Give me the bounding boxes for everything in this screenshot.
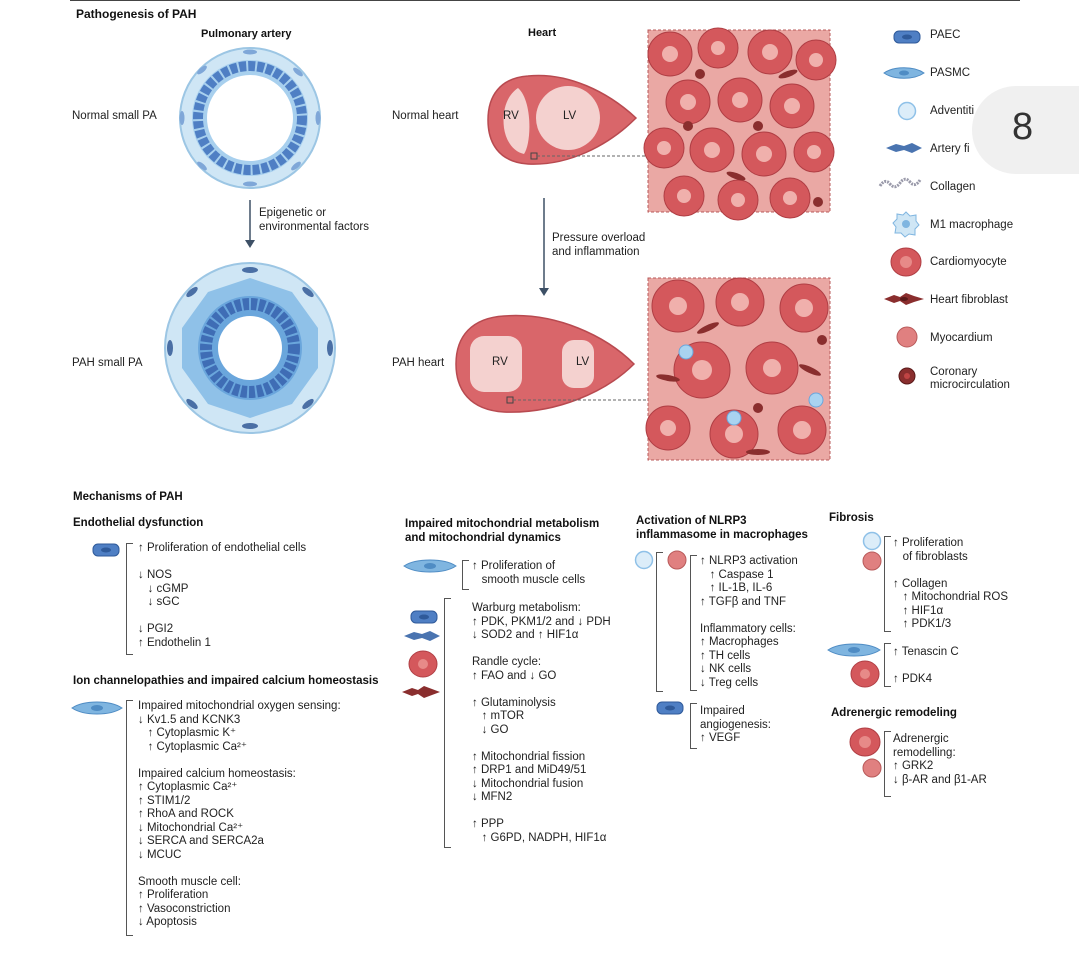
coronary-microcirculation-icon [898,367,916,385]
heart-fibroblast-icon [402,686,440,698]
artery-fibroblast-icon [886,143,922,153]
fibrosis-title: Fibrosis [829,512,874,524]
normal-myocardium-panel [643,27,837,221]
ion-text: Impaired mitochondrial oxygen sensing: ↓… [138,700,341,928]
paec-icon [92,543,120,557]
nlrp3-text-1: ↑ NLRP3 activation ↑ Caspase 1 ↑ IL-1B, … [700,555,798,689]
nlrp3-title: Activation of NLRP3 inflammasome in macr… [636,515,808,541]
pah-pa-illustration [164,262,336,434]
artery-fibroblast-icon [404,631,440,641]
paec-icon [410,610,438,624]
paec-icon [893,30,921,44]
pasmc-icon [883,67,925,79]
collagen-icon [878,177,922,189]
cardiomyocyte-icon [850,660,880,688]
zoom-connector-normal [530,152,650,160]
mito-text-1: ↑ Proliferation of smooth muscle cells [472,560,586,586]
zoom-connector-pah [506,396,650,404]
legend-label-cardiomyocyte: Cardiomyocyte [930,256,1007,268]
ion-bracket [126,700,133,936]
label-pah-heart: PAH heart [392,357,445,369]
cardiomyocyte-icon [849,727,881,757]
fibrosis-bracket-2 [884,643,891,687]
column-title-pulmonary: Pulmonary artery [201,28,292,40]
page-number-badge[interactable]: 8 [972,86,1079,174]
fibrosis-bracket-1 [884,536,891,632]
legend-label-heart-fibroblast: Heart fibroblast [930,294,1008,306]
endothelial-bracket [126,543,133,655]
arrow1-text: Epigenetic or environmental factors [259,207,369,233]
myocardium-icon [862,551,882,571]
legend-label-paec: PAEC [930,29,961,41]
lv-label-normal: LV [563,110,577,122]
legend-label-artery-fibroblast: Artery fi [930,143,970,155]
column-title-heart: Heart [528,27,557,39]
legend-label-myocardium: Myocardium [930,332,993,344]
legend-label-m1-macrophage: M1 macrophage [930,219,1014,231]
heart-fibroblast-icon [884,293,924,305]
page-number: 8 [1012,106,1034,148]
label-pah-pa: PAH small PA [72,357,143,369]
arrow-down-2 [539,198,549,296]
fibrosis-text-1: ↑ Proliferation of fibroblasts ↑ Collage… [893,537,1009,630]
pasmc-icon [827,643,881,657]
mito-bracket-1 [462,560,469,590]
label-normal-heart: Normal heart [392,110,459,122]
label-normal-pa: Normal small PA [72,110,157,122]
fibrosis-text-2: ↑ Tenascin C ↑ PDK4 [893,646,959,685]
adrenergic-title: Adrenergic remodeling [831,707,957,719]
adrenergic-text: Adrenergic remodelling: ↑ GRK2 ↓ β-AR an… [893,733,987,786]
rv-label-normal: RV [503,110,519,122]
legend-label-pasmc: PASMC [930,67,971,79]
normal-heart-illustration [487,74,638,165]
adventitial-cell-icon [634,550,654,570]
legend-label-adventitial: Adventiti [930,105,975,117]
normal-pa-illustration [179,47,321,189]
lv-label-pah: LV [576,356,590,368]
pasmc-icon [71,701,123,715]
cardiomyocyte-icon [890,247,922,277]
pah-heart-illustration [455,314,636,413]
legend-label-collagen: Collagen [930,181,976,193]
m1-macrophage-icon [892,211,920,238]
adventitial-cell-icon [897,101,917,121]
mito-text-2: Warburg metabolism: ↑ PDK, PKM1/2 and ↓ … [472,602,611,844]
myocardium-icon [862,758,882,778]
nlrp3-bracket-angio [690,703,697,749]
paec-icon [656,701,684,715]
myocardium-icon [667,550,687,570]
ion-title: Ion channelopathies and impaired calcium… [73,675,379,687]
adrenergic-bracket [884,731,891,797]
arrow-down-1 [245,200,255,248]
endothelial-title: Endothelial dysfunction [73,517,204,529]
myocardium-icon [896,326,918,348]
nlrp3-bracket-outer [656,552,663,692]
pasmc-icon [403,559,457,573]
arrow2-text: Pressure overload and inflammation [552,232,646,258]
adventitial-cell-icon [862,531,882,551]
top-rule [70,0,1020,1]
mito-bracket-2 [444,598,451,848]
cardiomyocyte-icon [408,650,438,678]
rv-label-pah: RV [492,356,508,368]
nlrp3-bracket-inner [690,555,697,691]
mechanisms-title: Mechanisms of PAH [73,491,183,503]
mito-title: Impaired mitochondrial metabolism and mi… [405,518,600,544]
figure-title: Pathogenesis of PAH [76,7,197,21]
pah-myocardium-panel [645,277,831,461]
legend-label-coronary: Coronary microcirculation [930,366,1010,391]
nlrp3-text-2: Impaired angiogenesis: ↑ VEGF [700,705,771,744]
endothelial-text: ↑ Proliferation of endothelial cells ↓ N… [138,542,307,649]
